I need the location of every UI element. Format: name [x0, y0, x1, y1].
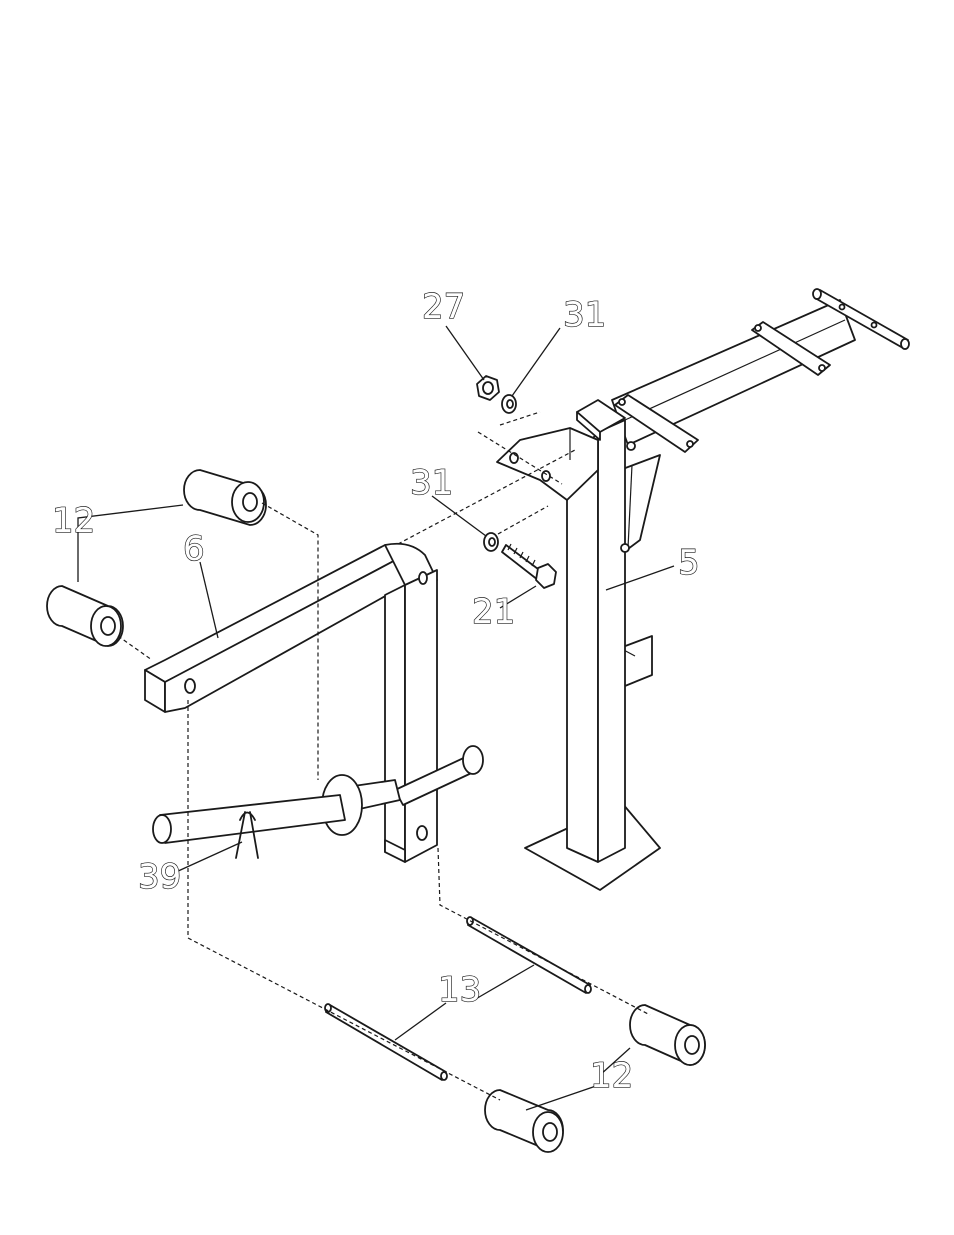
- part-39-weight-horn: [153, 795, 345, 858]
- part-27-lock-nut: [477, 376, 499, 400]
- part-12-roller-lower-right: [630, 1005, 705, 1065]
- callout-5: 5: [678, 543, 700, 583]
- callout-27: 27: [422, 287, 465, 327]
- callout-21: 21: [472, 592, 515, 632]
- callout-31-upper: 31: [563, 295, 606, 335]
- part-12-roller-upper-left: [184, 470, 266, 525]
- callout-39: 39: [138, 857, 181, 897]
- part-21-hex-bolt: [502, 544, 556, 588]
- part-5-upright-post: [497, 289, 909, 890]
- callout-12-upper-left: 12: [52, 501, 95, 541]
- callout-13: 13: [438, 970, 481, 1010]
- callout-31-lower: 31: [410, 463, 453, 503]
- callout-12-lower-right: 12: [590, 1056, 633, 1096]
- callout-6: 6: [183, 529, 205, 569]
- part-12-roller-bottom: [485, 1090, 563, 1152]
- part-12-roller-lower-left: [47, 586, 123, 646]
- part-31-washer-upper: [502, 395, 516, 413]
